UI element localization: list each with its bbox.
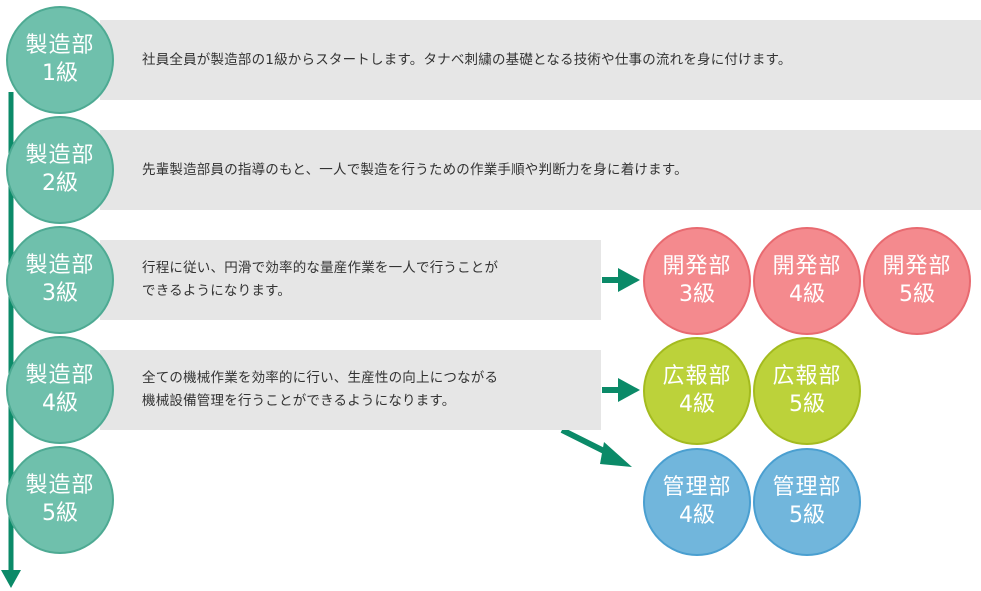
description-box-1: 社員全員が製造部の1級からスタートします。タナベ刺繍の基礎となる技術や仕事の流れ… <box>100 20 981 100</box>
level-label: 4級 <box>789 282 825 307</box>
level-label: 3級 <box>42 281 78 306</box>
description-line: 社員全員が製造部の1級からスタートします。タナベ刺繍の基礎となる技術や仕事の流れ… <box>142 51 792 68</box>
level-label: 3級 <box>679 282 715 307</box>
department-name: 管理部 <box>772 475 842 500</box>
circle-development-level-3: 開発部 3級 <box>643 227 751 335</box>
level-label: 4級 <box>679 392 715 417</box>
level-label: 1級 <box>42 61 78 86</box>
circle-manufacturing-level-5: 製造部 5級 <box>6 446 114 554</box>
level-label: 5級 <box>789 392 825 417</box>
department-name: 製造部 <box>25 473 95 498</box>
level-label: 5級 <box>42 501 78 526</box>
description-text-3: 行程に従い、円滑で効率的な量産作業を一人で行うことが できるようになります。 <box>142 257 498 303</box>
circle-manufacturing-level-2: 製造部 2級 <box>6 116 114 224</box>
circle-manufacturing-level-3: 製造部 3級 <box>6 226 114 334</box>
arrow-to-pr-head <box>618 378 640 402</box>
description-text-4: 全ての機械作業を効率的に行い、生産性の向上につながる 機械設備管理を行うことがで… <box>142 367 498 413</box>
circle-manufacturing-level-1: 製造部 1級 <box>6 6 114 114</box>
circle-development-level-4: 開発部 4級 <box>753 227 861 335</box>
circle-management-level-4: 管理部 4級 <box>643 448 751 556</box>
description-box-3: 行程に従い、円滑で効率的な量産作業を一人で行うことが できるようになります。 <box>100 240 601 320</box>
level-label: 2級 <box>42 171 78 196</box>
description-line: 全ての機械作業を効率的に行い、生産性の向上につながる <box>142 370 499 386</box>
department-name: 開発部 <box>772 254 842 279</box>
description-line: できるようになります。 <box>142 283 292 299</box>
department-name: 製造部 <box>25 253 95 278</box>
description-text-1: 社員全員が製造部の1級からスタートします。タナベ刺繍の基礎となる技術や仕事の流れ… <box>142 49 792 72</box>
description-box-2: 先輩製造部員の指導のもと、一人で製造を行うための作業手順や判断力を身に着けます。 <box>100 130 981 210</box>
description-box-4: 全ての機械作業を効率的に行い、生産性の向上につながる 機械設備管理を行うことがで… <box>100 350 601 430</box>
arrow-to-development-head <box>618 268 640 292</box>
vertical-spine-arrowhead <box>1 570 21 588</box>
department-name: 製造部 <box>25 33 95 58</box>
arrow-to-management-head <box>600 442 632 467</box>
description-line: 先輩製造部員の指導のもと、一人で製造を行うための作業手順や判断力を身に着けます。 <box>142 161 688 178</box>
department-name: 製造部 <box>25 143 95 168</box>
department-name: 開発部 <box>882 254 952 279</box>
level-label: 5級 <box>789 503 825 528</box>
level-label: 4級 <box>42 391 78 416</box>
level-label: 4級 <box>679 503 715 528</box>
department-name: 広報部 <box>662 364 732 389</box>
department-name: 開発部 <box>662 254 732 279</box>
level-label: 5級 <box>899 282 935 307</box>
department-name: 製造部 <box>25 363 95 388</box>
department-name: 管理部 <box>662 475 732 500</box>
description-text-2: 先輩製造部員の指導のもと、一人で製造を行うための作業手順や判断力を身に着けます。 <box>142 159 688 182</box>
description-line: 機械設備管理を行うことができるようになります。 <box>142 393 456 409</box>
circle-manufacturing-level-4: 製造部 4級 <box>6 336 114 444</box>
circle-management-level-5: 管理部 5級 <box>753 448 861 556</box>
description-line: 行程に従い、円滑で効率的な量産作業を一人で行うことが <box>142 260 499 276</box>
circle-development-level-5: 開発部 5級 <box>863 227 971 335</box>
circle-pr-level-4: 広報部 4級 <box>643 337 751 445</box>
department-name: 広報部 <box>772 364 842 389</box>
circle-pr-level-5: 広報部 5級 <box>753 337 861 445</box>
